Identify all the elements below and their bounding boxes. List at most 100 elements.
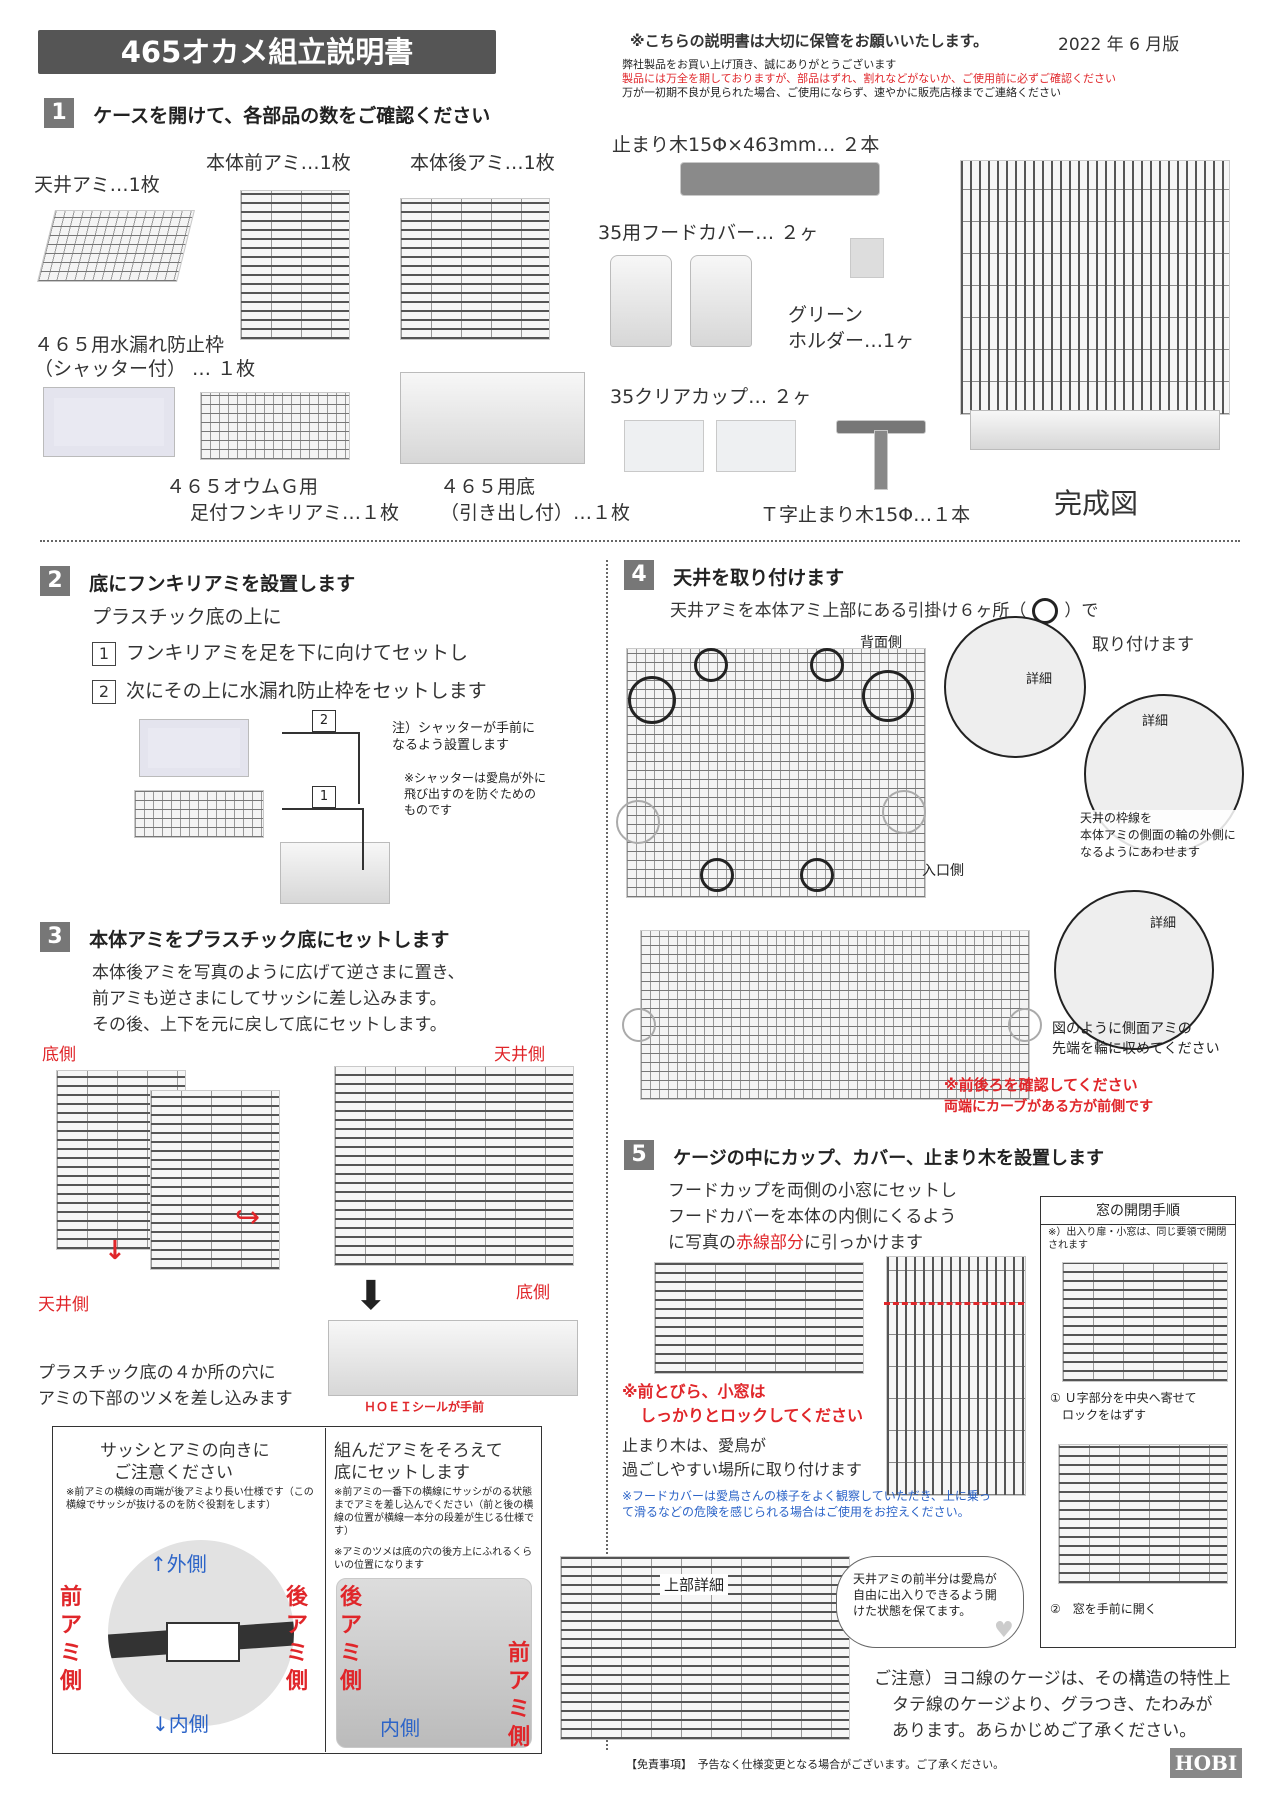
detail-label-2: 詳細	[1142, 710, 1168, 729]
front-net-image	[240, 190, 350, 340]
window-steps-title: 窓の開閉手順	[1040, 1200, 1236, 1225]
sash-clip	[166, 1622, 240, 1662]
part-holder-label-1: グリーン	[788, 300, 863, 327]
perch-note-1: 止まり木は、愛鳥が	[622, 1432, 766, 1456]
green-holder-image	[850, 238, 884, 278]
window-steps-note: ※）出入り扉・小窓は、同じ要領で開閉されます	[1048, 1226, 1228, 1252]
step3-bottom-side-b: 底側	[516, 1278, 550, 1303]
perch-image	[680, 162, 880, 196]
step3-line-3: その後、上下を元に戻して底にセットします。	[92, 1010, 447, 1035]
step4-desc-2-text: ）で	[1064, 601, 1098, 621]
window-step2-image	[1058, 1444, 1228, 1584]
complete-label: 完成図	[1054, 482, 1138, 522]
step3-roof-side-b: 天井側	[494, 1040, 545, 1065]
step2-note-2: ※シャッターは愛鳥が外に 飛び出すのを防ぐための ものです	[404, 770, 546, 818]
outside-label: ↑外側	[150, 1548, 207, 1577]
roof-alignment-note: 天井の枠線を 本体アミの側面の輪の外側に なるようにあわせます	[1080, 810, 1236, 861]
page-title: 465オカメ組立説明書	[38, 30, 496, 74]
step2-sub: プラスチック底の上に	[92, 602, 282, 629]
side-marker-right	[882, 790, 926, 834]
window-step1-text: ① Ｕ字部分を中央へ寄せて ロックをはずす	[1050, 1390, 1197, 1424]
step1-header: 1 ケースを開けて、各部品の数をご確認ください	[44, 98, 490, 128]
part-holder-label-2: ホルダー…1ヶ	[788, 326, 914, 353]
part-base-label-1: ４６５用底	[440, 472, 535, 499]
step5-line-1: フードカップを両側の小窓にセットし	[668, 1176, 957, 1201]
t-perch-stem-image	[874, 430, 888, 490]
step2-mark-2: 2	[312, 710, 336, 732]
step4-desc-1-text: 天井アミを本体アミ上部にある引掛け６ヶ所（	[670, 601, 1026, 621]
step3-insert-1: プラスチック底の４か所の穴に	[38, 1358, 276, 1383]
divider-horizontal	[40, 540, 1240, 542]
hook-marker-3	[628, 676, 676, 724]
step1-number: 1	[44, 98, 74, 128]
upper-detail-label: 上部詳細	[660, 1574, 728, 1595]
step2-header: 2 底にフンキリアミを設置します	[40, 566, 355, 596]
part-cup-label: 35クリアカップ… ２ヶ	[610, 382, 811, 409]
structure-caution-3: あります。あらかじめご了承ください。	[892, 1716, 1196, 1741]
step4-number: 4	[624, 560, 654, 590]
step4-header: 4 天井を取り付けます	[624, 560, 844, 590]
detail-label-3: 詳細	[1150, 912, 1176, 931]
grill-image	[200, 392, 350, 460]
step1-heading: ケースを開けて、各部品の数をご確認ください	[93, 105, 490, 127]
hook-marker-1	[694, 648, 728, 682]
red-line-marker	[884, 1302, 1024, 1305]
step5-line-2: フードカバーを本体の内側にくるよう	[668, 1202, 956, 1227]
step2-arrow-1	[282, 808, 364, 870]
step3-insert-arrow: ⬇	[354, 1276, 388, 1316]
hood-cover-image-1	[610, 255, 672, 347]
step2-item-1-num: 1	[92, 642, 116, 666]
thanks-note: 弊社製品をお買い上げ頂き、誠にありがとうございます	[622, 58, 896, 71]
step3-flip-arrow: ↪	[235, 1200, 260, 1235]
caution-left-title-2: ご注意ください	[114, 1458, 233, 1483]
step2-arrow-2	[282, 732, 360, 804]
step3-down-arrow: ↓	[104, 1236, 126, 1266]
window-step2-text: ② 窓を手前に開く	[1050, 1600, 1157, 1617]
caution-right-note-2: ※アミのツメは底の穴の後方上にふれるくらいの位置になります	[334, 1546, 534, 1572]
entrance-label: 入口側	[922, 860, 964, 880]
part-front-label: 本体前アミ…1枚	[206, 148, 351, 175]
part-grill-label-2: 足付フンキリアミ…１枚	[190, 498, 399, 525]
side-note-1: 図のように側面アミの	[1052, 1018, 1192, 1038]
edition: 2022 年 6 月版	[1058, 30, 1179, 55]
step5-number: 5	[624, 1140, 654, 1170]
complete-cage-image	[960, 160, 1230, 415]
hook-marker-4	[862, 670, 914, 722]
step3-line-1: 本体後アミを写真のように広げて逆さまに置き、	[92, 958, 464, 983]
step3-base-image	[328, 1320, 578, 1396]
heart-icon: ♥	[994, 1618, 1014, 1643]
step5-header: 5 ケージの中にカップ、カバー、止まり木を設置します	[624, 1140, 1104, 1170]
step5-cup-image	[654, 1262, 864, 1374]
step5-line-3b: 赤線部分	[736, 1233, 804, 1253]
step2-heading: 底にフンキリアミを設置します	[89, 573, 355, 595]
caution-box-divider	[325, 1428, 326, 1752]
hood-cover-image-2	[690, 255, 752, 347]
front-net-vertical-label: 前アミ側	[508, 1640, 534, 1752]
part-roof-label: 天井アミ…1枚	[34, 170, 160, 197]
clear-cup-image-1	[624, 420, 704, 472]
step3-roof-side-a: 天井側	[38, 1290, 89, 1315]
perch-note-2: 過ごしやすい場所に取り付けます	[622, 1456, 862, 1480]
side-marker-left	[616, 800, 660, 844]
inside-label: ↓内側	[152, 1708, 209, 1737]
part-base-label-2: （引き出し付）…１枚	[440, 498, 630, 525]
clear-cup-image-2	[716, 420, 796, 472]
lock-note-1: ※前とびら、小窓は	[622, 1378, 766, 1402]
part-hood-label: 35用フードカバー… ２ヶ	[598, 218, 818, 245]
check-note: 製品には万全を期しておりますが、部品はずれ、割れなどがないか、ご使用前に必ずご確…	[622, 72, 1116, 85]
front-back-warning-2: 両端にカーブがある方が前側です	[944, 1096, 1153, 1116]
step2-grill-image	[134, 790, 264, 838]
hood-warning: ※フードカバーは愛鳥さんの様子をよく観察していただき、上に乗って滑るなどの危険を…	[622, 1488, 1002, 1520]
roof-net-image	[37, 210, 195, 282]
inside-label-2: 内側	[380, 1712, 420, 1741]
step4-heading: 天井を取り付けます	[673, 567, 844, 589]
part-frame-label-1: ４６５用水漏れ防止枠	[34, 330, 224, 357]
hook-marker-6	[800, 858, 834, 892]
part-perch-label: 止まり木15Φ×463mm… ２本	[612, 130, 879, 157]
step3-header: 3 本体アミをプラスチック底にセットします	[40, 922, 449, 952]
step5-line-3c: に引っかけます	[804, 1233, 923, 1253]
part-back-label: 本体後アミ…1枚	[410, 148, 555, 175]
step3-insert-2: アミの下部のツメを差し込みます	[38, 1384, 293, 1409]
